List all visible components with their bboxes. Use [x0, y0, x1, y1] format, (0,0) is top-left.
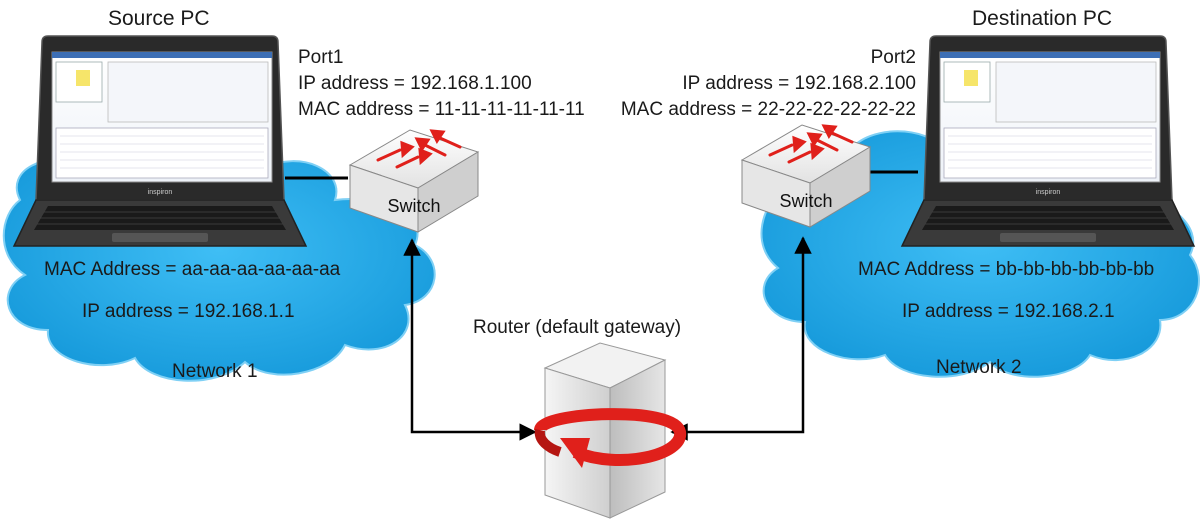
network1-name: Network 1	[172, 361, 258, 382]
destination-pc-mac: MAC address = 22-22-22-22-22-22	[620, 99, 916, 120]
network2-gateway-ip: IP address = 192.168.2.1	[902, 301, 1115, 322]
switch1-label: Switch	[387, 196, 440, 216]
source-pc-title: Source PC	[108, 7, 210, 30]
network1-gateway-ip: IP address = 192.168.1.1	[82, 301, 295, 322]
switch1-icon: Switch	[348, 129, 480, 233]
destination-pc-brand: inspiron	[1036, 189, 1061, 196]
destination-pc-title: Destination PC	[972, 7, 1113, 30]
switch2-label: Switch	[779, 191, 832, 211]
source-pc-ip: IP address = 192.168.1.100	[298, 73, 532, 94]
destination-pc-laptop: inspiron	[900, 35, 1196, 247]
source-pc-mac: MAC address = 11-11-11-11-11-11	[298, 99, 585, 120]
destination-pc-port: Port2	[870, 47, 916, 68]
router-label: Router (default gateway)	[473, 317, 682, 338]
link-switch2-router	[670, 236, 812, 441]
source-pc-laptop: inspiron	[12, 35, 308, 247]
network2-name: Network 2	[936, 357, 1022, 378]
router-icon	[534, 342, 686, 519]
source-pc-port: Port1	[298, 47, 344, 68]
network1-gateway-mac: MAC Address = aa-aa-aa-aa-aa-aa	[44, 259, 341, 280]
link-switch1-router	[403, 238, 537, 441]
source-pc-brand: inspiron	[148, 189, 173, 196]
destination-pc-ip: IP address = 192.168.2.100	[682, 73, 916, 94]
network2-gateway-mac: MAC Address = bb-bb-bb-bb-bb-bb	[858, 259, 1155, 280]
switch2-icon: Switch	[740, 124, 872, 228]
